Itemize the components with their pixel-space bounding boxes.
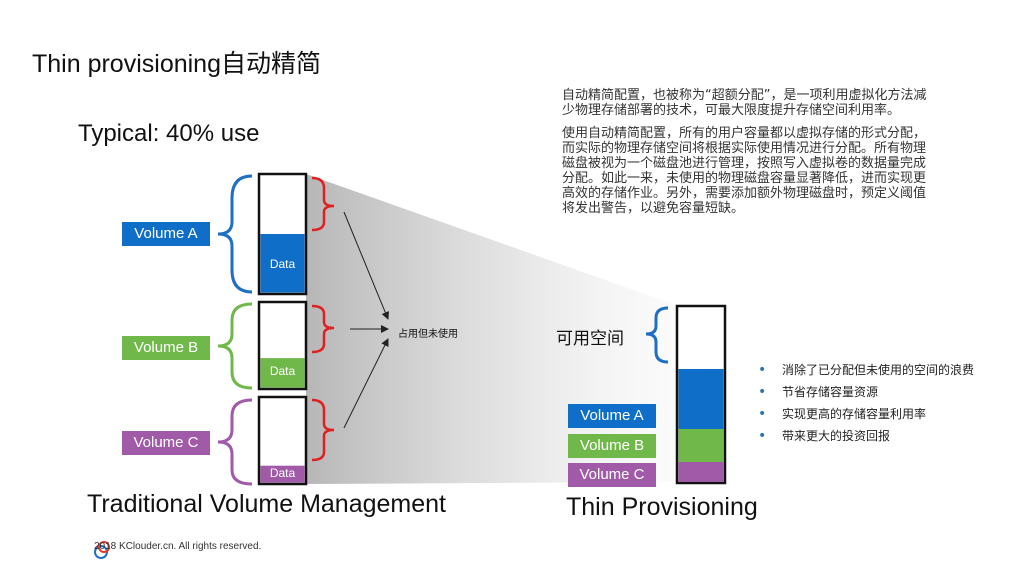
page-title: Thin provisioning自动精简	[32, 50, 321, 78]
thin-fill-volume-c	[678, 462, 724, 482]
traditional-used-fills	[260, 234, 305, 483]
bullet-icon: •	[758, 428, 767, 444]
kclouder-logo-icon	[94, 541, 110, 559]
available-space-brace	[645, 306, 669, 364]
unused-brace-c	[311, 398, 335, 462]
volume-b-label: Volume B	[122, 336, 210, 360]
volume-c-label: Volume C	[122, 431, 210, 455]
brace-volume-b	[217, 302, 253, 390]
bullet-icon: •	[758, 362, 767, 378]
benefit-text: 消除了已分配但未使用的空间的浪费	[782, 363, 975, 377]
thin-caption: Thin Provisioning	[566, 493, 758, 521]
benefit-text: 带来更大的投资回报	[782, 429, 891, 443]
volume-a-label: Volume A	[122, 222, 210, 246]
benefit-item: • 消除了已分配但未使用的空间的浪费	[758, 362, 974, 384]
description-paragraph: 自动精简配置，也被称为“超额分配”，是一项利用虚拟化方法减少物理存储部署的技术，…	[562, 88, 927, 118]
arrow-from-a	[343, 211, 390, 320]
traditional-volumes	[257, 172, 308, 486]
thin-fill-volume-b	[678, 429, 724, 462]
bullet-icon: •	[758, 406, 767, 422]
benefit-text: 实现更高的存储容量利用率	[782, 407, 927, 421]
brace-volume-a	[217, 174, 253, 294]
data-label-volume-c: Data	[269, 466, 296, 480]
benefit-item: • 实现更高的存储容量利用率	[758, 406, 974, 428]
traditional-caption: Traditional Volume Management	[87, 490, 446, 518]
unused-brace-b	[311, 304, 335, 354]
benefits-list: • 消除了已分配但未使用的空间的浪费 • 节省存储容量资源 • 实现更高的存储容量利用…	[758, 362, 974, 450]
thin-fill-volume-a	[678, 369, 724, 429]
volume-c-used-fill	[260, 465, 305, 483]
thin-volume-b-label: Volume B	[568, 434, 656, 458]
data-label-volume-b: Data	[269, 364, 296, 378]
data-label-volume-a: Data	[269, 257, 296, 271]
benefit-item: • 带来更大的投资回报	[758, 428, 974, 450]
bullet-icon: •	[758, 384, 767, 400]
typical-usage-label: Typical: 40% use	[78, 120, 260, 147]
copyright-footer: 2018 KClouder.cn. All rights reserved.	[94, 541, 262, 552]
arrow-from-c	[343, 338, 389, 429]
thin-volume-c-label: Volume C	[568, 463, 656, 487]
thin-volume-a-label: Volume A	[568, 404, 656, 428]
volume-b-used-fill	[260, 358, 305, 388]
benefit-text: 节省存储容量资源	[782, 385, 879, 399]
description-paragraph: 使用自动精简配置，所有的用户容量都以虚拟存储的形式分配，而实际的物理存储空间将根…	[562, 126, 927, 216]
benefit-item: • 节省存储容量资源	[758, 384, 974, 406]
unused-space-label: 占用但未使用	[398, 329, 458, 340]
brace-volume-c	[217, 398, 253, 486]
description: 自动精简配置，也被称为“超额分配”，是一项利用虚拟化方法减少物理存储部署的技术，…	[562, 88, 928, 224]
unused-brace-a	[311, 176, 335, 232]
available-space-label: 可用空间	[556, 329, 624, 349]
volume-a-used-fill	[260, 234, 305, 293]
